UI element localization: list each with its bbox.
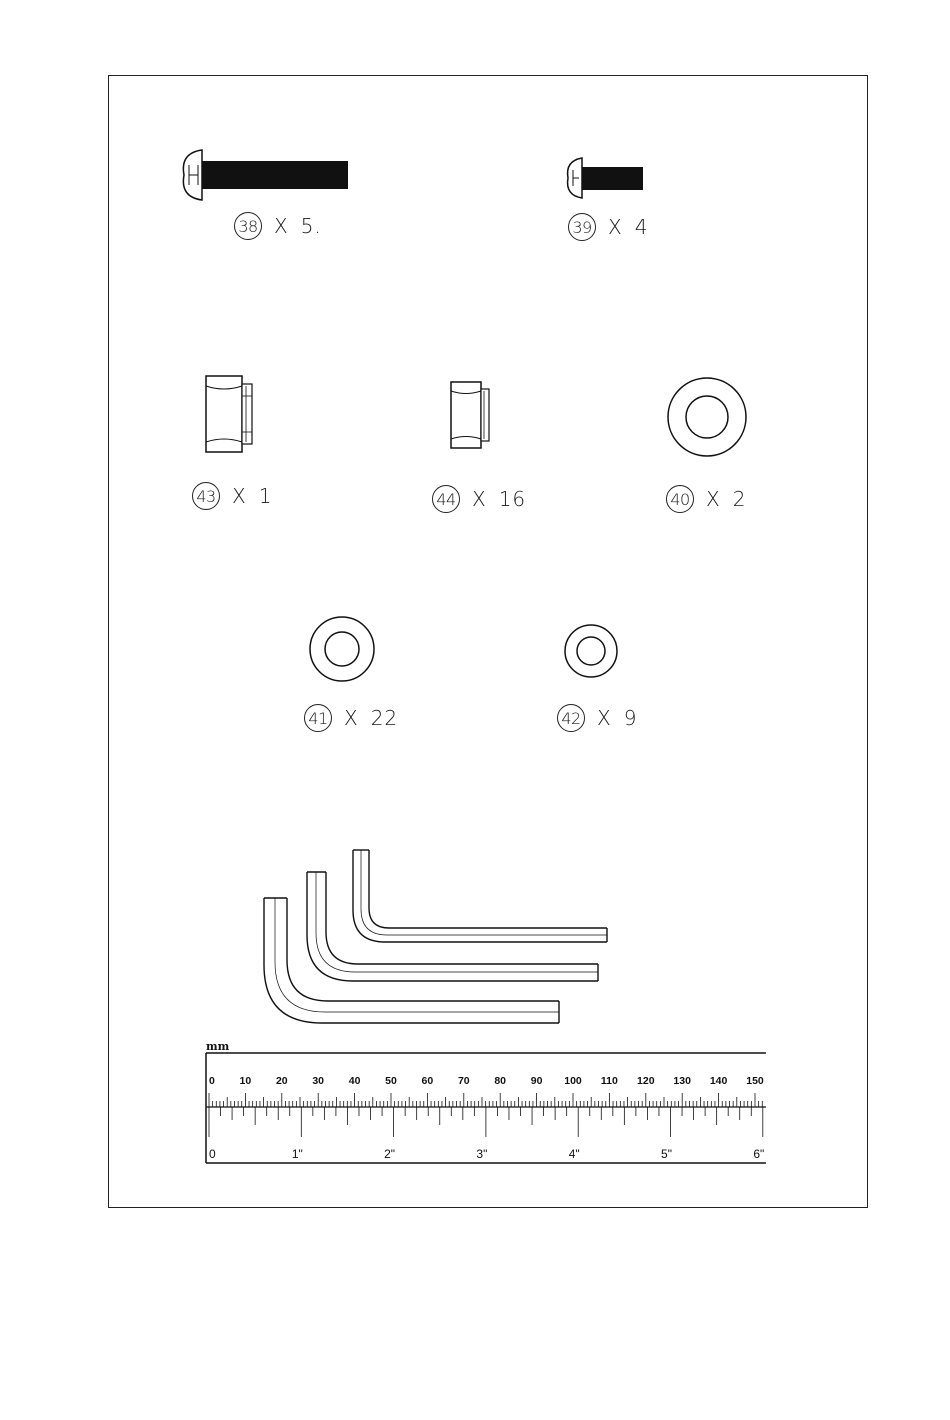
ruler-inch-label: 4": [569, 1147, 580, 1161]
ruler-mm-label: 90: [531, 1075, 543, 1087]
ruler-mm-label: 100: [564, 1075, 582, 1087]
ruler-inch-label: 2": [384, 1147, 395, 1161]
ruler-mm-label: 50: [385, 1075, 397, 1087]
ruler-mm-label: 80: [494, 1075, 506, 1087]
ruler-mm-label: 70: [458, 1075, 470, 1087]
ruler-inch-label: 5": [661, 1147, 672, 1161]
ruler-mm-label: 140: [710, 1075, 728, 1087]
ruler-inch-label: 1": [292, 1147, 303, 1161]
ruler-mm-label: 60: [422, 1075, 434, 1087]
ruler-mm-label: 120: [637, 1075, 655, 1087]
ruler-mm-label: 30: [312, 1075, 324, 1087]
ruler-mm-label: 40: [349, 1075, 361, 1087]
ruler-mm-label: 110: [601, 1075, 618, 1087]
ruler-inch-label: 3": [476, 1147, 487, 1161]
ruler-mm-label: 10: [240, 1075, 252, 1087]
ruler-inch-label: 6": [753, 1147, 764, 1161]
ruler-mm-label: 20: [276, 1075, 288, 1087]
ruler-mm-label: 130: [673, 1075, 691, 1087]
ruler-mm-label: 0: [209, 1075, 215, 1087]
ruler-inch-label: 0: [209, 1147, 216, 1161]
ruler-mm-label: 150: [746, 1075, 764, 1087]
